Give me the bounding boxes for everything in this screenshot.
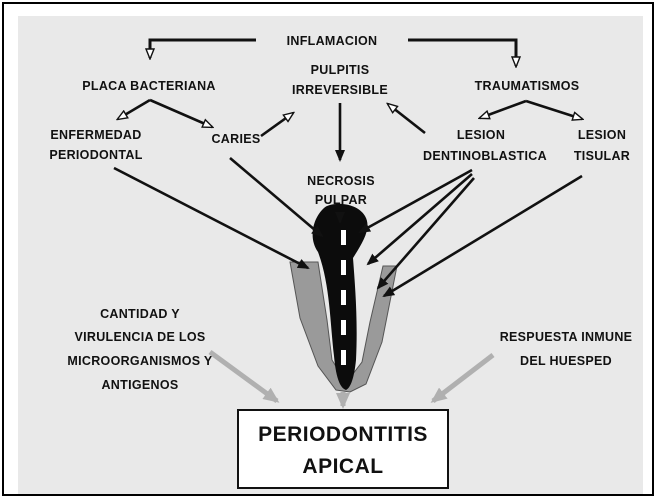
node-enfermedad-line-1: ENFERMEDAD bbox=[50, 128, 141, 142]
node-caries: CARIES bbox=[211, 132, 260, 146]
arrow-trauma-dentino bbox=[480, 101, 526, 118]
arrow-trauma-tisular bbox=[526, 101, 582, 119]
arrow-lesion-pulpitis bbox=[388, 104, 425, 133]
node-cantidad-line-4: ANTIGENOS bbox=[101, 378, 178, 392]
node-placa-bacteriana: PLACA BACTERIANA bbox=[82, 79, 216, 93]
node-lesion-dentino-line-2: DENTINOBLASTICA bbox=[423, 149, 547, 163]
arrow-caries-tooth bbox=[230, 158, 322, 236]
node-pulpitis-line-2: IRREVERSIBLE bbox=[292, 83, 388, 97]
node-lesion-tisular-line-1: LESION bbox=[578, 128, 626, 142]
result-line-2: APICAL bbox=[302, 455, 383, 478]
open-arrows bbox=[118, 100, 582, 136]
node-enfermedad-line-2: PERIODONTAL bbox=[49, 148, 142, 162]
node-cantidad-line-1: CANTIDAD Y bbox=[100, 307, 180, 321]
result-line-1: PERIODONTITIS bbox=[258, 423, 428, 446]
node-cantidad-line-3: MICROORGANISMOS Y bbox=[67, 354, 213, 368]
result-box: PERIODONTITIS APICAL bbox=[238, 410, 448, 488]
node-pulpitis-line-1: PULPITIS bbox=[311, 63, 370, 77]
node-lesion-dentino-line-1: LESION bbox=[457, 128, 505, 142]
node-respuesta-line-2: DEL HUESPED bbox=[520, 354, 612, 368]
node-traumatismos: TRAUMATISMOS bbox=[475, 79, 580, 93]
arrow-placa-caries bbox=[150, 100, 212, 127]
node-necrosis-line-1: NECROSIS bbox=[307, 174, 375, 188]
arrow-respuesta-result bbox=[433, 355, 493, 401]
arrow-cantidad-result bbox=[210, 352, 277, 401]
node-inflamacion: INFLAMACION bbox=[287, 34, 378, 48]
tooth-root-illustration bbox=[290, 204, 397, 392]
arrow-enfermedad-tooth bbox=[114, 168, 308, 268]
arrow-tisular-tooth bbox=[384, 176, 582, 296]
arrow-placa-enfermedad bbox=[118, 100, 150, 119]
arrow-caries-pulpitis bbox=[261, 113, 293, 136]
node-respuesta-line-1: RESPUESTA INMUNE bbox=[500, 330, 633, 344]
node-lesion-tisular-line-2: TISULAR bbox=[574, 149, 630, 163]
node-cantidad-line-2: VIRULENCIA DE LOS bbox=[74, 330, 205, 344]
